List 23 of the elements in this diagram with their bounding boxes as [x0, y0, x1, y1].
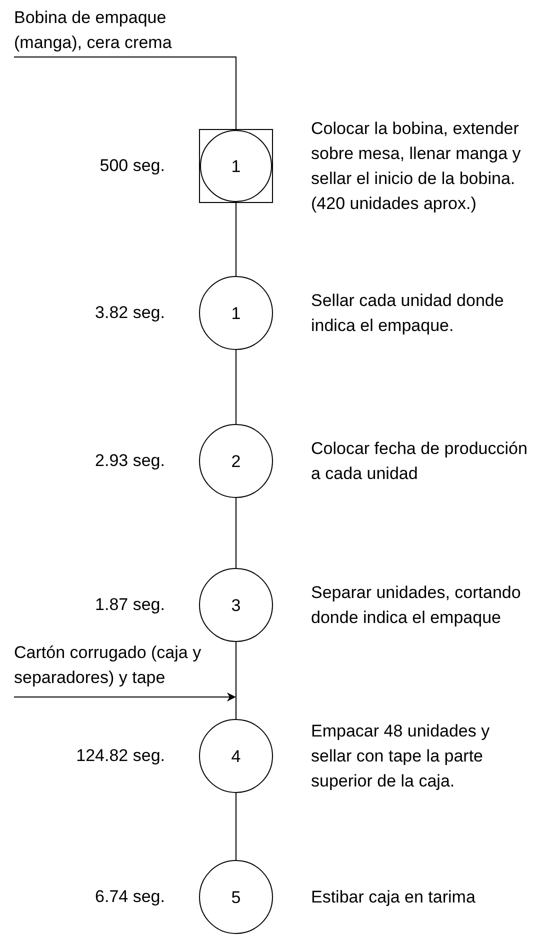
- step-description: Colocar la bobina, extender sobre mesa, llenar manga y sellar el inicio de la bobina. (420 unidades aprox.): [311, 118, 522, 215]
- input-material-label: Bobina de empaque (manga), cera crema: [14, 5, 236, 57]
- step-description: Empacar 48 unidades y sellar con tape la parte superior de la caja.: [311, 720, 491, 792]
- step-description: Separar unidades, cortando donde indica el empaque: [311, 582, 522, 629]
- time-label: 500 seg.: [100, 155, 165, 177]
- step-number: 2: [231, 450, 241, 472]
- step-description: Estibar caja en tarima: [311, 886, 476, 908]
- input-arrow: [14, 692, 236, 702]
- step-description: Colocar fecha de producción a cada unidad: [311, 438, 528, 485]
- time-label: 6.74 seg.: [95, 886, 165, 908]
- step-description: Sellar cada unidad donde indica el empaque.: [311, 290, 505, 337]
- step-number: 3: [231, 594, 241, 616]
- operation-inspection-symbol: [199, 129, 273, 203]
- step-number: 4: [231, 746, 241, 768]
- input-line: [14, 56, 236, 130]
- step-number: 1: [231, 302, 241, 324]
- time-label: 1.87 seg.: [95, 594, 165, 616]
- step-number: 5: [231, 886, 241, 908]
- time-label: 124.82 seg.: [76, 745, 165, 767]
- step-number: 1: [231, 156, 241, 178]
- time-label: 2.93 seg.: [95, 450, 165, 472]
- time-label: 3.82 seg.: [95, 302, 165, 324]
- input-material-label: Cartón corrugado (caja y separadores) y tape: [14, 640, 214, 697]
